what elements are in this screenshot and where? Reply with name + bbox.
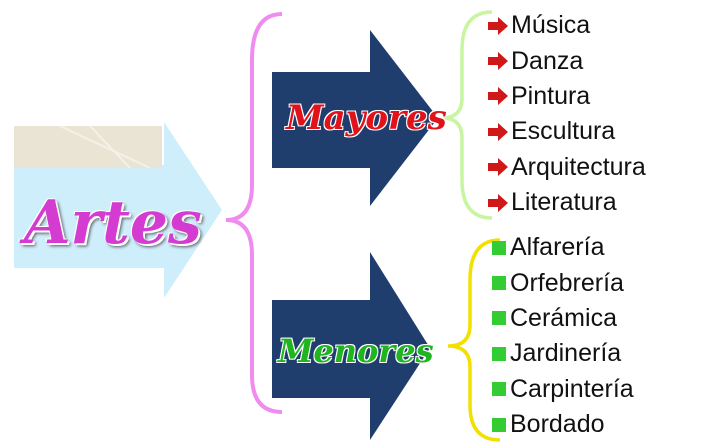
- list-item: Alfarería: [492, 230, 634, 265]
- major-brace: [441, 10, 493, 220]
- green-square-icon: [492, 417, 506, 432]
- green-square-icon: [492, 276, 506, 291]
- red-arrow-icon: [488, 158, 508, 177]
- major-branch-arrow: [272, 30, 438, 206]
- green-square-icon: [492, 311, 506, 326]
- minor-branch-label: Menores: [278, 332, 434, 370]
- list-item-label: Danza: [511, 46, 584, 75]
- list-item-label: Cerámica: [510, 303, 617, 332]
- green-square-icon: [492, 382, 506, 397]
- list-item: Danza: [488, 43, 646, 78]
- green-square-icon: [492, 346, 506, 361]
- list-item-label: Carpintería: [510, 374, 634, 403]
- red-arrow-icon: [488, 52, 508, 71]
- red-arrow-icon: [488, 193, 508, 212]
- list-item-label: Pintura: [511, 81, 591, 110]
- list-item-label: Escultura: [511, 117, 616, 146]
- outer-brace: [225, 12, 283, 414]
- major-branch-label: Mayores: [286, 98, 447, 138]
- list-item: Bordado: [492, 407, 634, 442]
- major-arts-list: Música Danza Pintura Escultura Arquitect…: [488, 8, 646, 220]
- minor-brace: [447, 238, 501, 442]
- list-item-label: Bordado: [510, 410, 605, 439]
- list-item: Jardinería: [492, 336, 634, 371]
- list-item: Escultura: [488, 114, 646, 149]
- list-item: Pintura: [488, 79, 646, 114]
- list-item-label: Alfarería: [510, 233, 605, 262]
- list-item: Carpintería: [492, 372, 634, 407]
- list-item-label: Orfebrería: [510, 268, 624, 297]
- list-item: Literatura: [488, 185, 646, 220]
- minor-arts-list: Alfarería Orfebrería Cerámica Jardinería…: [492, 230, 634, 442]
- root-label: Artes: [24, 188, 202, 258]
- red-arrow-icon: [488, 16, 508, 35]
- list-item: Orfebrería: [492, 265, 634, 300]
- list-item-label: Jardinería: [510, 339, 622, 368]
- list-item: Música: [488, 8, 646, 43]
- red-arrow-icon: [488, 122, 508, 141]
- list-item: Cerámica: [492, 301, 634, 336]
- green-square-icon: [492, 240, 506, 255]
- list-item-label: Literatura: [511, 188, 617, 217]
- list-item-label: Arquitectura: [511, 152, 646, 181]
- list-item: Arquitectura: [488, 150, 646, 185]
- red-arrow-icon: [488, 87, 508, 106]
- root-arrow: [14, 122, 222, 298]
- minor-branch-arrow: [272, 252, 430, 440]
- list-item-label: Música: [511, 11, 591, 40]
